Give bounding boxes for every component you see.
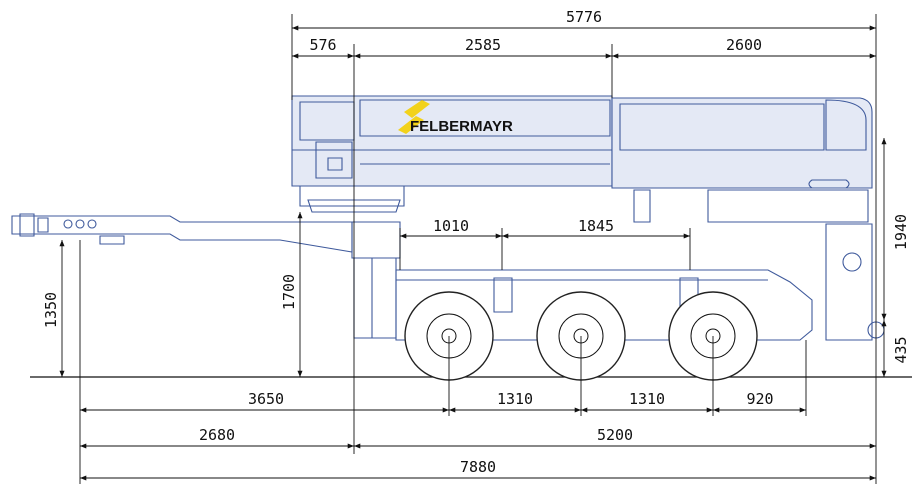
dim-height-left: 1350 bbox=[42, 292, 60, 328]
dim-overall-length: 7880 bbox=[460, 458, 496, 476]
dim-top-segment-3: 2600 bbox=[726, 36, 762, 54]
dim-height-middle: 1700 bbox=[280, 274, 298, 310]
dim-row1-4: 920 bbox=[746, 390, 773, 408]
felbermayr-logo: FELBERMAYR bbox=[398, 100, 513, 135]
dim-top-segment-1: 576 bbox=[309, 36, 336, 54]
dim-top-overall: 5776 bbox=[566, 8, 602, 26]
vehicle-outline bbox=[11, 95, 885, 341]
brand-name: FELBERMAYR bbox=[410, 118, 513, 135]
dim-row2-1: 2680 bbox=[199, 426, 235, 444]
dimension-arrows bbox=[59, 25, 887, 481]
dim-axle-upper-1: 1010 bbox=[433, 217, 469, 235]
dim-row1-1: 3650 bbox=[248, 390, 284, 408]
dim-height-right-lower: 435 bbox=[892, 336, 910, 363]
dimension-labels: 5776 576 2585 2600 1010 1845 1350 1700 1… bbox=[42, 8, 910, 476]
dim-axle-upper-2: 1845 bbox=[578, 217, 614, 235]
extension-lines bbox=[79, 14, 877, 484]
dim-top-segment-2: 2585 bbox=[465, 36, 501, 54]
dim-row2-2: 5200 bbox=[597, 426, 633, 444]
dim-row1-2: 1310 bbox=[497, 390, 533, 408]
dim-height-right-upper: 1940 bbox=[892, 214, 910, 250]
dim-row1-3: 1310 bbox=[629, 390, 665, 408]
